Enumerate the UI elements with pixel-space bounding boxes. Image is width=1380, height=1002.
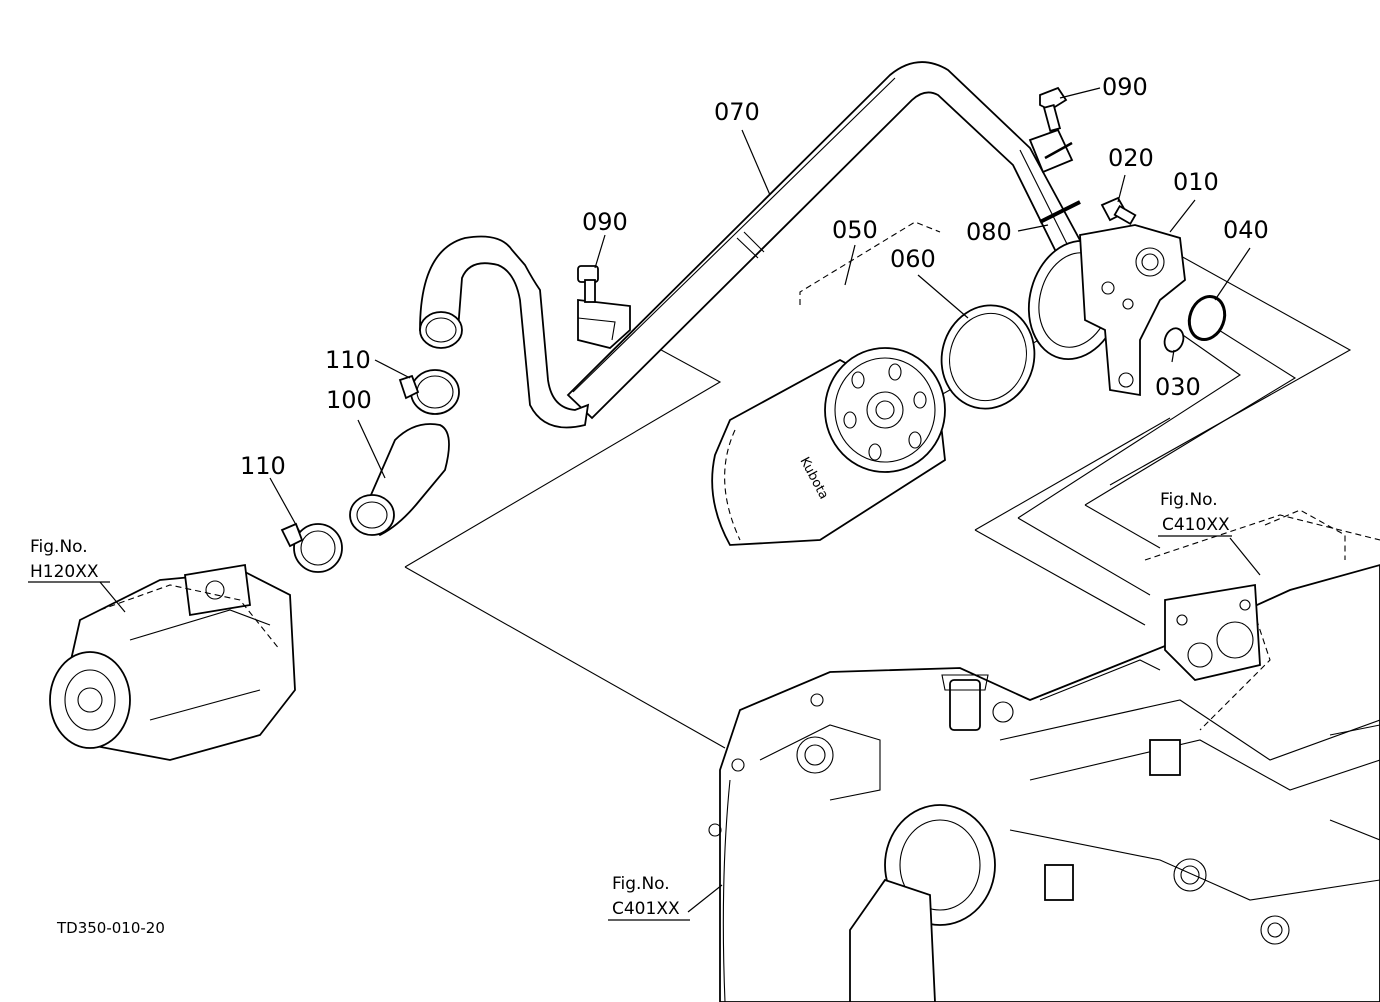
bolt-090-top[interactable] <box>1039 86 1068 132</box>
part-labels: 090 070 020 010 050 060 080 040 090 030 … <box>240 73 1269 480</box>
fig-ref-prefix: Fig.No. <box>612 874 670 894</box>
figure-ref-c410[interactable]: Fig.No. C410XX <box>1158 490 1232 537</box>
drawing-code: TD350-010-20 <box>56 919 165 937</box>
filter-holes <box>843 363 927 461</box>
hose-elbow-100[interactable] <box>349 423 450 537</box>
fig-ref-code: H120XX <box>30 562 99 582</box>
hose-clamp-110-lower[interactable] <box>280 522 343 573</box>
filter-adapter-010[interactable] <box>1016 224 1186 397</box>
hydraulic-pump <box>49 563 296 761</box>
bolt-090-bracket[interactable] <box>577 265 599 303</box>
figure-ref-c401[interactable]: Fig.No. C401XX <box>608 874 690 921</box>
pipe-clamp-bracket <box>577 128 1074 349</box>
label-110-upper[interactable]: 110 <box>325 346 371 374</box>
bolt-020[interactable] <box>1100 196 1137 226</box>
oil-filter-050[interactable]: Kubota <box>711 347 946 546</box>
washer-080[interactable] <box>1039 141 1081 224</box>
label-050[interactable]: 050 <box>832 216 878 244</box>
figure-ref-h120[interactable]: Fig.No. H120XX <box>28 537 110 583</box>
label-030[interactable]: 030 <box>1155 373 1201 401</box>
fig-ref-prefix: Fig.No. <box>30 537 88 557</box>
label-090-top[interactable]: 090 <box>1102 73 1148 101</box>
label-110-lower[interactable]: 110 <box>240 452 286 480</box>
o-ring-030[interactable] <box>1161 326 1186 355</box>
label-060[interactable]: 060 <box>890 245 936 273</box>
label-040[interactable]: 040 <box>1223 216 1269 244</box>
fig-ref-code: C410XX <box>1162 515 1230 535</box>
suction-hose[interactable] <box>419 235 590 429</box>
gasket-060[interactable] <box>930 295 1046 419</box>
label-080[interactable]: 080 <box>966 218 1012 246</box>
fig-ref-prefix: Fig.No. <box>1160 490 1218 510</box>
o-ring-040[interactable] <box>1184 292 1231 345</box>
label-010[interactable]: 010 <box>1173 168 1219 196</box>
label-100[interactable]: 100 <box>326 386 372 414</box>
fig-ref-code: C401XX <box>612 899 680 919</box>
label-020[interactable]: 020 <box>1108 144 1154 172</box>
hose-clamp-110-upper[interactable] <box>398 369 460 415</box>
label-070[interactable]: 070 <box>714 98 760 126</box>
transmission-case <box>708 509 1380 1002</box>
label-090-bracket[interactable]: 090 <box>582 208 628 236</box>
leader-lines <box>99 87 1261 913</box>
